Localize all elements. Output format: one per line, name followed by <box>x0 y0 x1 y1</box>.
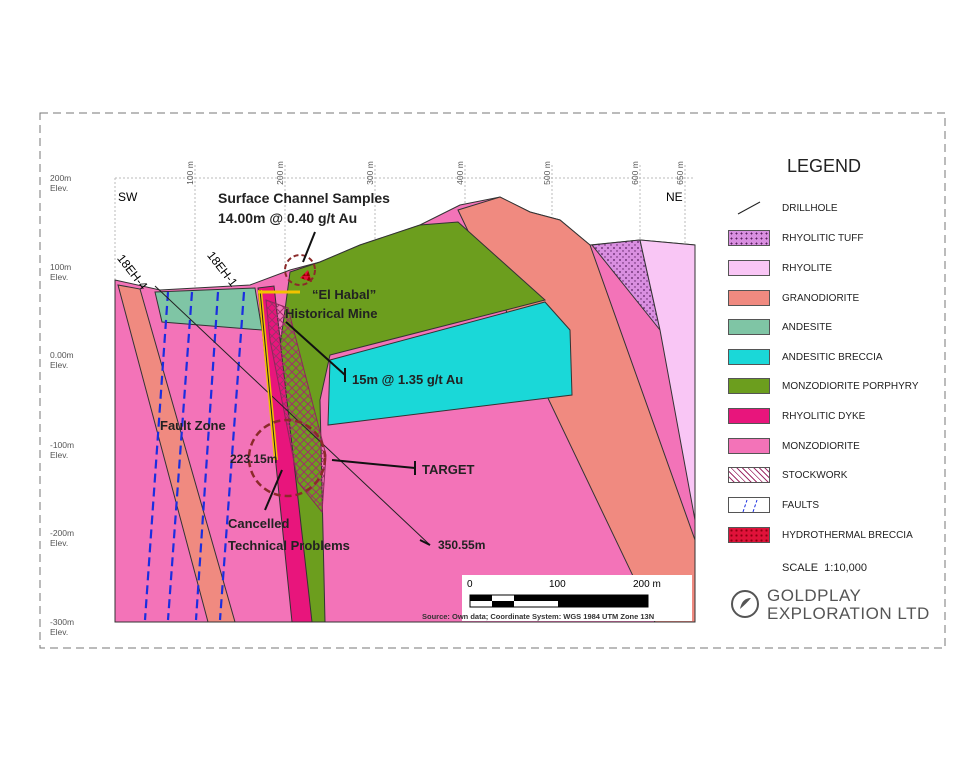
frame <box>39 112 946 649</box>
elev-label: -100m Elev. <box>50 440 75 460</box>
scalebar-tick-0: 0 <box>467 579 473 590</box>
annotation-arrows <box>264 231 431 546</box>
legend-item-drillhole: DRILLHOLE <box>728 200 838 216</box>
legend-item-stockwork: STOCKWORK <box>728 467 847 483</box>
easting-label: 200 m <box>274 161 285 185</box>
goldplay-logo-icon <box>731 590 759 618</box>
legend-label: STOCKWORK <box>782 469 848 481</box>
legend-item-rhyolite: RHYOLITE <box>728 260 832 276</box>
hydrothermal-breccia <box>300 270 312 282</box>
logo-line-1: GOLDPLAY <box>767 586 862 605</box>
easting-label: 600 m <box>629 161 640 185</box>
faults-swatch <box>728 497 770 513</box>
legend-item-granodiorite: GRANODIORITE <box>728 290 859 306</box>
rhyolitic-dyke <box>257 285 313 623</box>
legend-label: MONZODIORITE PORPHYRY <box>782 380 919 392</box>
legend-item-monzodiorite-porphyry: MONZODIORITE PORPHYRY <box>728 378 919 394</box>
monzodiorite-porphyry-swatch <box>728 378 770 394</box>
monzodiorite-swatch <box>728 438 770 454</box>
legend-item-faults: FAULTS <box>728 497 819 513</box>
elev-label: -200m Elev. <box>50 528 75 548</box>
intercept-label: 15m @ 1.35 g/t Au <box>352 372 464 387</box>
legend-label: HYDROTHERMAL BRECCIA <box>782 529 913 541</box>
hydrothermal-breccia-swatch <box>728 527 770 543</box>
surface-samples-value: 14.00m @ 0.40 g/t Au <box>218 210 358 226</box>
rhyolitic-tuff-swatch <box>728 230 770 246</box>
target-label: TARGET <box>422 462 475 477</box>
legend-label: ANDESITE <box>782 321 833 333</box>
target-circle <box>247 418 327 498</box>
ne-label: NE <box>666 190 683 204</box>
easting-label: 300 m <box>364 161 375 185</box>
easting-label: 400 m <box>454 161 465 185</box>
scale-label: SCALE 1:10,000 <box>782 562 868 574</box>
surface-samples-title: Surface Channel Samples <box>218 190 390 206</box>
easting-label: 100 m <box>184 161 195 185</box>
legend-item-rhyolitic-tuff: RHYOLITIC TUFF <box>728 230 863 246</box>
source-note: Source: Own data; Coordinate System: WGS… <box>422 612 655 621</box>
stockwork-swatch <box>728 467 770 483</box>
rhyolite-unit <box>639 239 696 521</box>
legend-label: FAULTS <box>782 499 820 511</box>
scalebar-tick-100: 100 <box>549 579 566 590</box>
legend-item-hydrothermal-breccia: HYDROTHERMAL BRECCIA <box>728 527 913 543</box>
elev-label: 200m Elev. <box>50 173 72 193</box>
legend-label: RHYOLITE <box>782 262 833 274</box>
legend-label: RHYOLITIC DYKE <box>782 410 866 422</box>
easting-label: 500 m <box>541 161 552 185</box>
legend-label: MONZODIORITE <box>782 440 860 452</box>
legend-label: RHYOLITIC TUFF <box>782 232 864 244</box>
fault-lines <box>143 291 246 621</box>
legend-item-monzodiorite: MONZODIORITE <box>728 438 860 454</box>
elev-label: 100m Elev. <box>50 262 72 282</box>
mine-label-1: “El Habal” <box>312 287 377 302</box>
granodiorite-unit-left <box>117 284 236 623</box>
legend-item-rhyolitic-dyke: RHYOLITIC DYKE <box>728 408 865 424</box>
legend-item-andesitic-breccia: ANDESITIC BRECCIA <box>728 349 883 365</box>
surface-sample-circle <box>284 254 316 286</box>
legend-label: DRILLHOLE <box>782 202 838 214</box>
cancelled-label-2: Technical Problems <box>228 538 350 553</box>
drillhole-icon <box>737 201 761 215</box>
granodiorite-swatch <box>728 290 770 306</box>
legend-title: LEGEND <box>787 156 862 176</box>
andesitic-breccia-swatch <box>728 349 770 365</box>
stockwork-zone <box>265 299 327 514</box>
mine-label-2: Historical Mine <box>285 306 378 321</box>
andesitic-breccia-unit <box>327 301 573 426</box>
sw-label: SW <box>118 190 138 204</box>
andesite-swatch <box>728 319 770 335</box>
cancelled-label-1: Cancelled <box>228 516 290 531</box>
easting-label: 650 m <box>674 161 685 185</box>
legend-label: GRANODIORITE <box>782 292 860 304</box>
drillhole-18eh-4[interactable] <box>154 285 431 546</box>
legend-label: ANDESITIC BRECCIA <box>782 351 883 363</box>
scalebar <box>469 594 649 608</box>
elev-label: 0.00m Elev. <box>50 350 74 370</box>
scalebar-tick-200: 200 m <box>633 579 661 590</box>
logo-line-2: EXPLORATION LTD <box>767 604 930 623</box>
rhyolite-swatch <box>728 260 770 276</box>
depth-label-350: 350.55m <box>438 538 486 552</box>
depth-label-223: 223.15m <box>230 452 278 466</box>
rhyolitic-dyke-swatch <box>728 408 770 424</box>
fault-zone-label: Fault Zone <box>160 418 226 433</box>
legend-item-andesite: ANDESITE <box>728 319 832 335</box>
elev-label: -300m Elev. <box>50 617 75 637</box>
